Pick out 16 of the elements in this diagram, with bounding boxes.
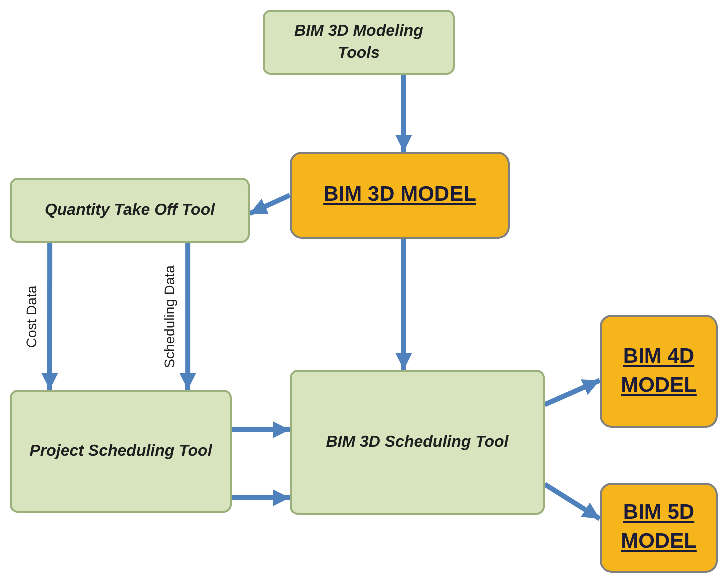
arrow: [395, 239, 412, 370]
model-box: BIM 3D MODEL: [290, 152, 510, 239]
process-box: BIM 3D Modeling Tools: [263, 10, 455, 75]
arrow: [232, 490, 290, 507]
model-box: BIM 4D MODEL: [600, 315, 718, 428]
arrow: [41, 243, 58, 390]
process-box: Project Scheduling Tool: [10, 390, 232, 513]
arrow: [248, 193, 292, 216]
arrow: [544, 378, 601, 408]
arrow: [232, 422, 290, 439]
process-box: Quantity Take Off Tool: [10, 178, 250, 243]
arrow: [180, 243, 197, 390]
arrow: [395, 75, 412, 152]
process-box: BIM 3D Scheduling Tool: [290, 370, 545, 515]
arrow: [544, 482, 602, 522]
model-box: BIM 5D MODEL: [600, 483, 718, 573]
